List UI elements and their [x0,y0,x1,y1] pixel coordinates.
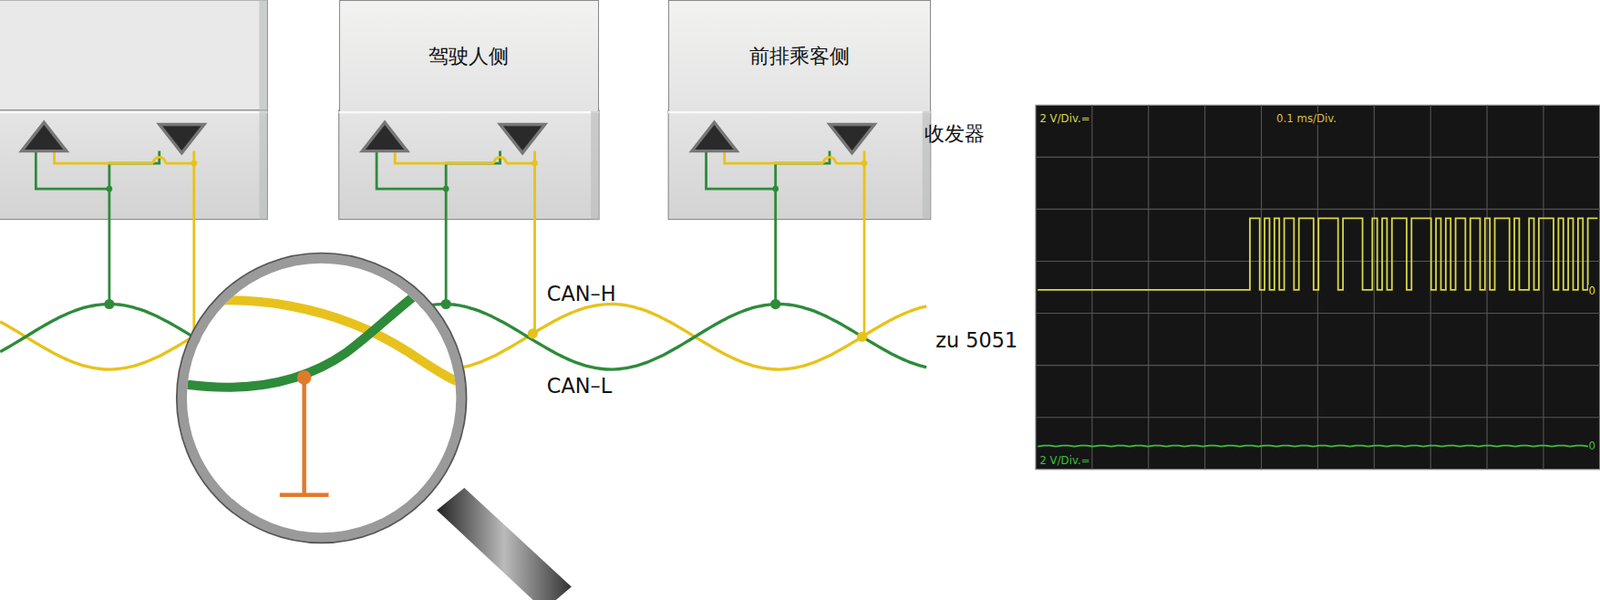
control-unit-box: 前排乘客侧 [668,0,931,112]
receiver-symbol [159,124,205,154]
junction [527,328,538,339]
can-h-trace [1037,217,1598,290]
timebase-label: 0.1 ms/Div. [1275,112,1338,124]
part-label: 收发器 [923,121,986,145]
control-unit-box: 驾驶人侧 [339,0,599,112]
connector-label: zu 5051 [934,328,1019,351]
signal-name: CAN–L [546,374,613,398]
signal-name: CAN–H [546,282,618,306]
zero-marker: 0 [1588,285,1597,298]
transmitter-symbol [361,122,407,151]
oscilloscope-screen [1035,104,1600,470]
short-to-ground [301,377,306,496]
can-l-wire [0,304,927,371]
transmitter-symbol [691,122,737,151]
control-unit [668,0,931,337]
can-l-trace [1037,445,1595,447]
magnifier [173,253,571,600]
junction [103,299,114,310]
receiver-symbol [500,124,546,154]
ground-symbol [279,493,330,497]
can-h-wire [0,304,927,371]
scale-label: 2 V/Div.= [1038,112,1091,124]
transmitter-symbol [21,122,67,151]
unit-name: 前排乘客侧 [749,41,850,71]
control-unit [0,0,268,335]
junction [770,299,781,310]
scale-label: 2 V/Div.= [1038,454,1091,466]
unit-name: 驾驶人侧 [428,41,509,71]
junction [856,331,868,342]
junction [441,299,452,310]
zero-marker: 0 [1588,440,1597,453]
receiver-symbol [829,124,875,154]
